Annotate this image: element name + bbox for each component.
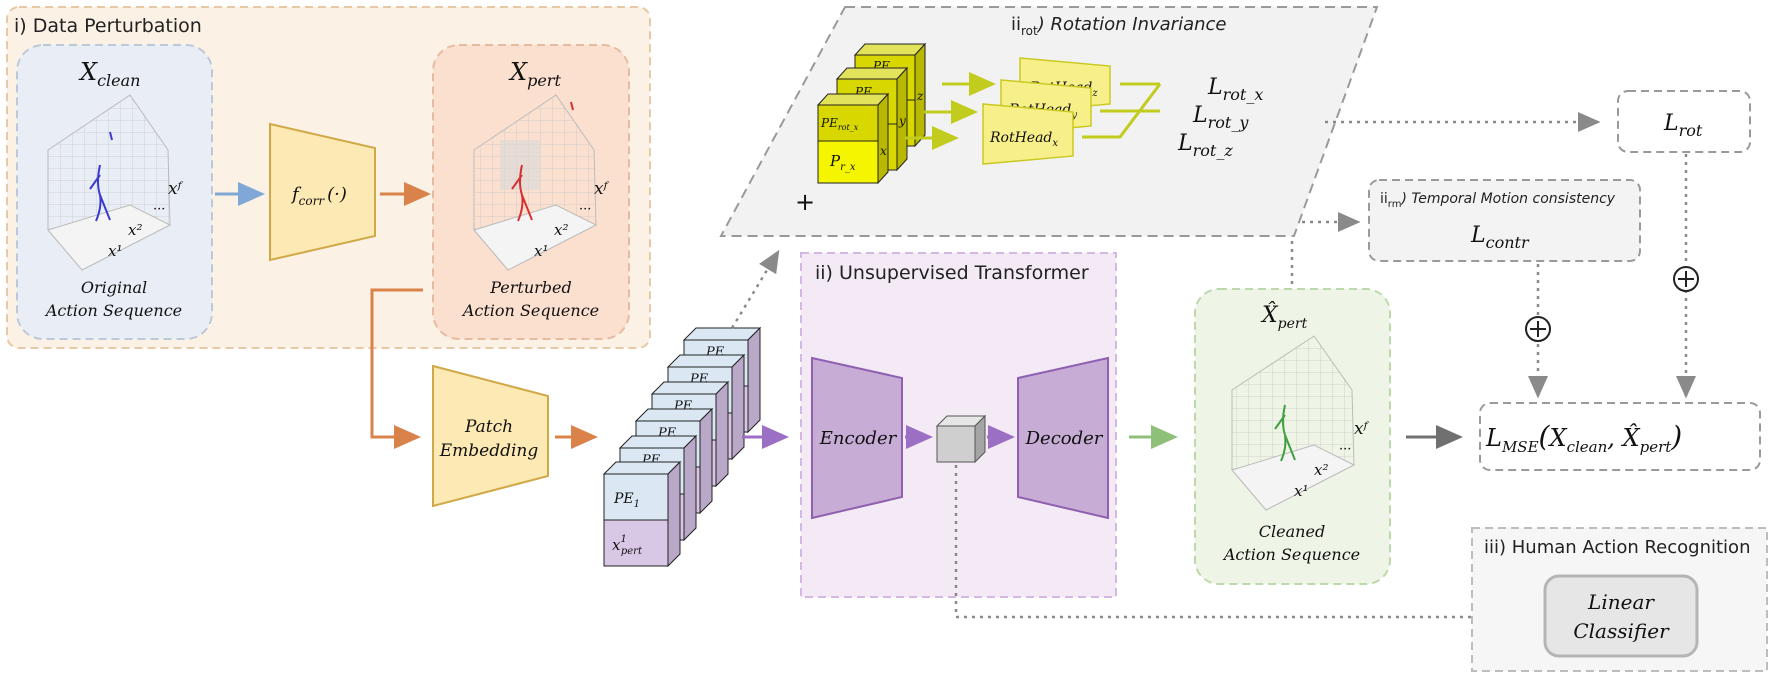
axis-xf-label: xᶠ — [168, 179, 184, 199]
patch-embedding-line2: Embedding — [439, 441, 539, 461]
pert-to-patch-arrow — [370, 288, 423, 449]
cleaned-axis-x2-label: x² — [1314, 461, 1328, 479]
temporal-box — [1368, 179, 1641, 262]
cleaned-to-temporal-arrow — [1290, 212, 1361, 284]
svg-text:y: y — [898, 114, 906, 128]
original-skeleton-plot — [47, 94, 172, 271]
token-stack: PE PE PE PE PE — [602, 326, 762, 568]
temporal-title: iirm) Temporal Motion consistency — [1380, 191, 1616, 210]
transformer-section: ii) Unsupervised Transformer Encoder Dec… — [800, 252, 1117, 598]
loss-rot-z-label: Lrot_z — [1177, 131, 1233, 160]
transformer-title: ii) Unsupervised Transformer — [815, 262, 1089, 284]
pert-axis-xf-label: xᶠ — [594, 179, 610, 199]
linear-classifier-line1: Linear — [1587, 590, 1655, 614]
axis-dots-label: ··· — [153, 202, 165, 217]
l-rot-box — [1617, 90, 1751, 153]
rotation-title: iirot) Rotation Invariance — [1011, 14, 1227, 38]
perturbed-caption-line1: Perturbed — [489, 278, 572, 297]
cleaned-axis-xf-label: xᶠ — [1354, 419, 1370, 439]
cleaned-skeleton-plot — [1231, 335, 1356, 511]
cleaned-axis-x1-label: x¹ — [1294, 482, 1308, 500]
pert-axis-x1-label: x¹ — [534, 242, 548, 260]
axis-x1-label: x¹ — [108, 242, 122, 260]
svg-text:x: x — [880, 144, 887, 158]
pert-axis-x2-label: x² — [554, 221, 568, 239]
cleaned-caption-line1: Cleaned — [1259, 522, 1325, 541]
rothead-x-label: RotHeadx — [989, 130, 1058, 149]
mse-loss-label: LMSE(Xclean, X̂pert) — [1485, 420, 1682, 456]
latent-cube — [935, 414, 987, 464]
latent-to-classifier-arrow — [954, 465, 1531, 627]
loss-rot-y-label: Lrot_y — [1192, 103, 1249, 132]
rot-output-lines — [1082, 82, 1162, 139]
corruption-function-block — [269, 122, 376, 262]
rotation-section: iirot) Rotation Invariance PE z PE y PEr… — [719, 6, 1379, 237]
rotation-cube-x: PErot_x Pr_x x — [816, 92, 890, 185]
rotation-plus-sign: + — [795, 188, 815, 216]
perturbed-caption-line2: Action Sequence — [461, 301, 599, 320]
har-title: iii) Human Action Recognition — [1484, 537, 1750, 558]
x-clean-label: Xclean — [78, 58, 140, 90]
svg-text:z: z — [916, 89, 924, 103]
cleaned-axis-dots-label: ··· — [1339, 442, 1351, 457]
decoder-block — [1017, 356, 1109, 520]
loss-rot-x-label: Lrot_x — [1207, 75, 1263, 104]
cleaned-section: X̂pert x¹ x² ··· xᶠ Cleaned Action Seque… — [1194, 288, 1391, 585]
l-contr-label: Lcontr — [1470, 223, 1530, 252]
linear-classifier-line2: Classifier — [1573, 619, 1670, 643]
axis-x2-label: x² — [128, 221, 142, 239]
encoder-label: Encoder — [819, 428, 898, 449]
rothead-x-block — [982, 103, 1074, 165]
l-rot-label: Lrot — [1663, 111, 1703, 140]
patch-embedding-line1: Patch — [464, 417, 513, 437]
x-hat-pert-label: X̂pert — [1260, 302, 1308, 332]
patch-embedding-block — [432, 364, 549, 508]
token-pe1-label: PE1 — [613, 491, 640, 510]
original-caption-line1: Original — [81, 278, 147, 297]
linear-classifier-box[interactable] — [1543, 574, 1699, 658]
x-pert-label: Xpert — [508, 58, 561, 90]
cleaned-caption-line2: Action Sequence — [1222, 545, 1360, 564]
tokens-to-rotation-arrow — [730, 249, 780, 329]
data-perturbation-title: i) Data Perturbation — [14, 15, 202, 37]
perturbed-skeleton-plot — [473, 94, 598, 271]
p-r-x-label: Pr_x — [829, 152, 856, 173]
corruption-function-label: fcorr(·) — [290, 184, 347, 208]
pert-axis-dots-label: ··· — [579, 202, 591, 217]
mse-loss-box — [1479, 402, 1761, 471]
encoder-block — [811, 356, 903, 520]
pe-rot-x-label: PErot_x — [820, 116, 859, 132]
data-perturbation-section: i) Data Perturbation Xclean x¹ x² ··· xᶠ… — [6, 6, 651, 349]
human-action-recognition-section: iii) Human Action Recognition Linear Cla… — [1471, 527, 1768, 672]
original-caption-line2: Action Sequence — [44, 301, 182, 320]
decoder-label: Decoder — [1025, 428, 1104, 449]
